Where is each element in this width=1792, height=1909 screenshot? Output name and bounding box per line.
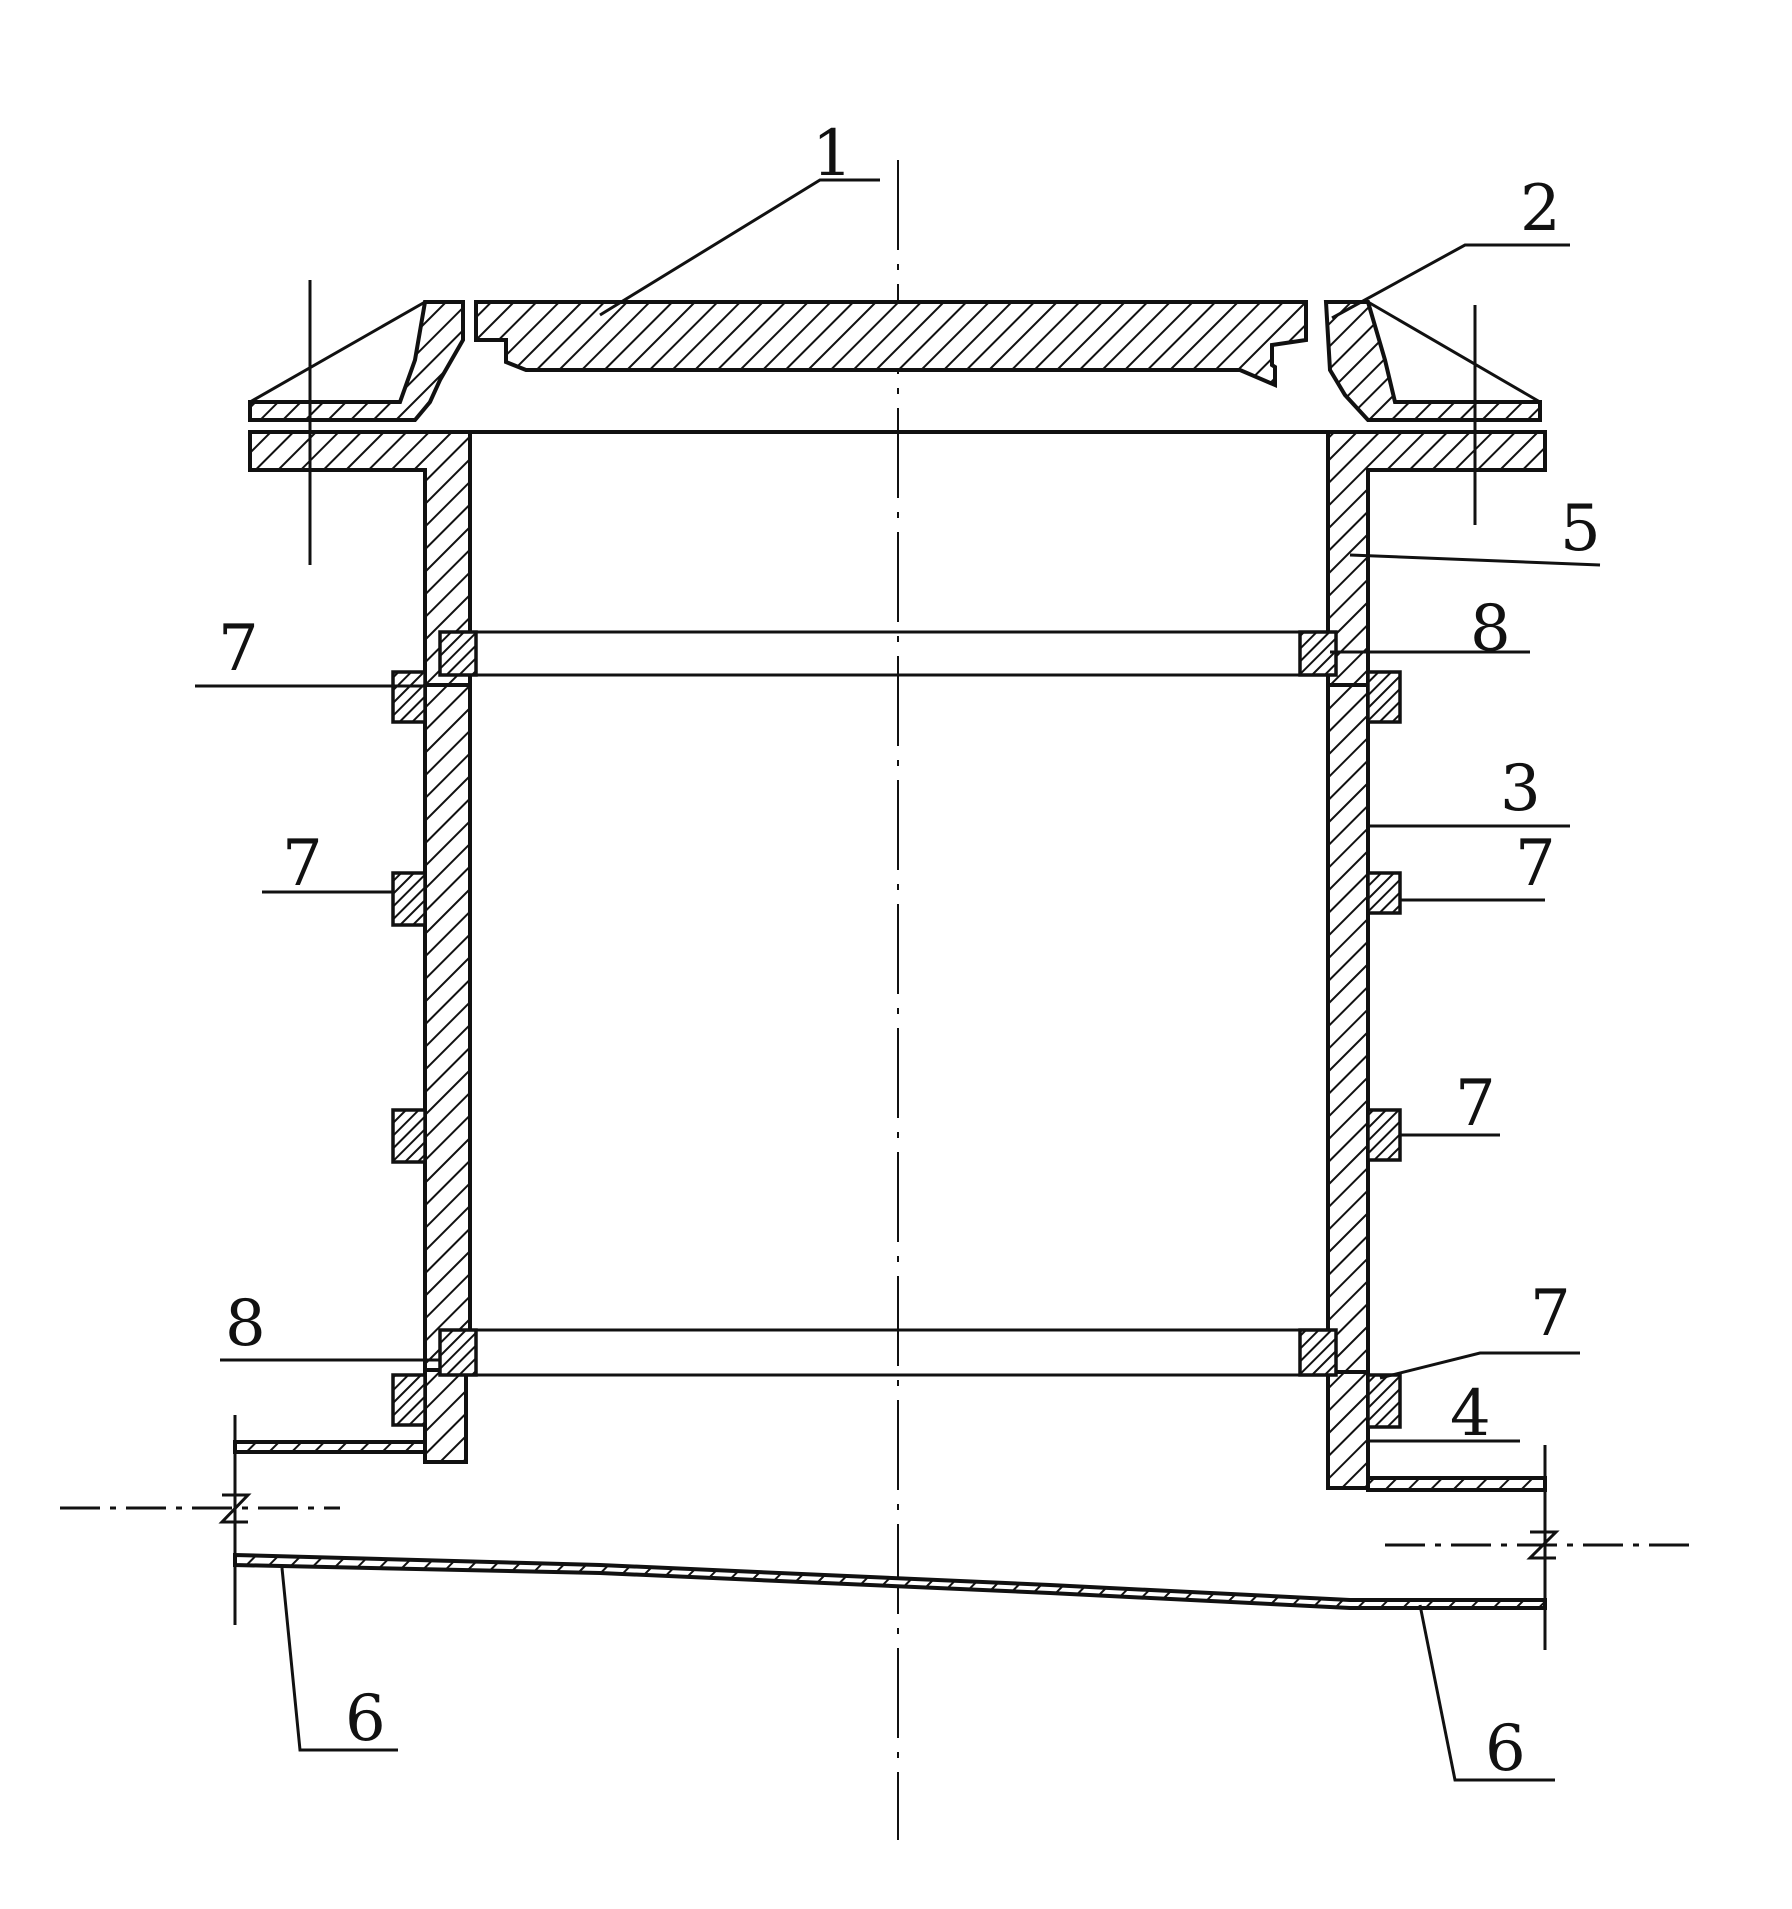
frame-chamfer-right xyxy=(1367,300,1541,404)
outer-seals xyxy=(391,670,1402,1429)
label-2: 2 xyxy=(1520,172,1561,246)
label-8a: 8 xyxy=(1470,592,1511,666)
cover-plate xyxy=(474,300,1308,389)
label-7a: 7 xyxy=(218,612,259,686)
shaft-walls xyxy=(423,683,1370,1374)
label-7e: 7 xyxy=(1530,1277,1571,1351)
label-4: 4 xyxy=(1450,1377,1491,1451)
label-7d: 7 xyxy=(1455,1067,1496,1141)
frame-chamfer-left xyxy=(249,300,426,404)
label-5: 5 xyxy=(1560,492,1601,566)
drain-pipe xyxy=(60,1415,1690,1650)
bottom-connector xyxy=(423,1368,1370,1490)
label-6b: 6 xyxy=(1485,1712,1526,1786)
leader-lines xyxy=(195,178,1601,1782)
label-3: 3 xyxy=(1500,752,1541,826)
label-7b: 7 xyxy=(282,827,323,901)
inner-seals xyxy=(438,630,1338,1377)
inner-bands xyxy=(470,430,1328,1377)
label-1: 1 xyxy=(812,117,853,191)
frame-ring xyxy=(248,300,1542,422)
label-7c: 7 xyxy=(1515,827,1556,901)
label-8b: 8 xyxy=(225,1287,266,1361)
label-6a: 6 xyxy=(345,1682,386,1756)
